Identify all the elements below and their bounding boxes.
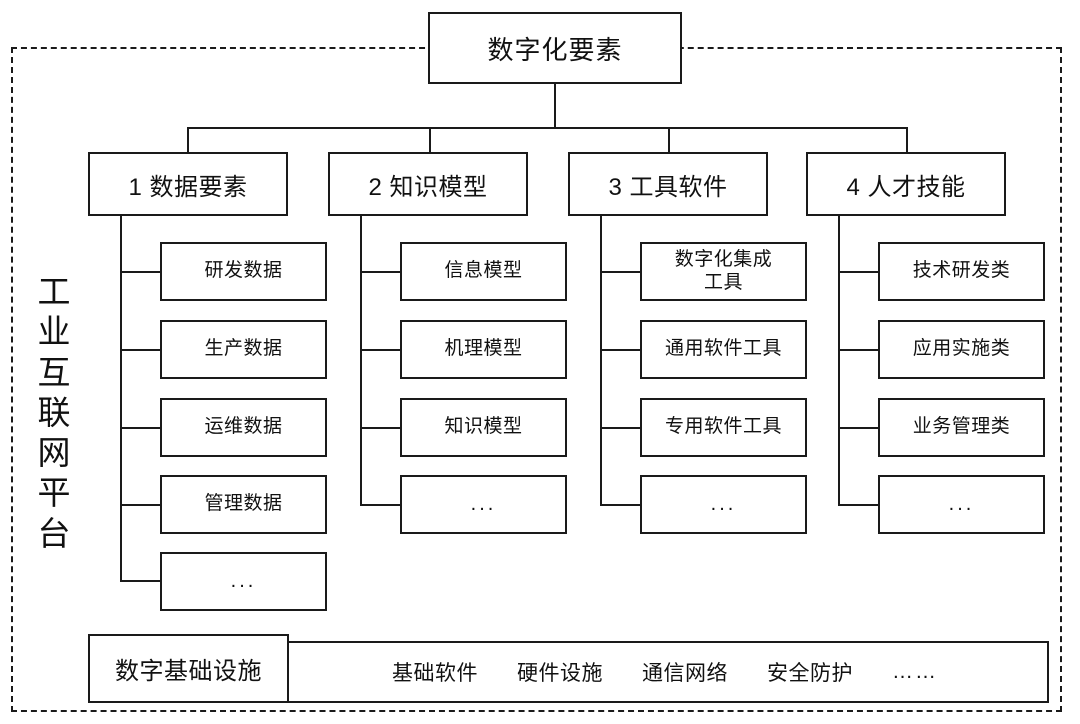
category-label-1: 1 数据要素 xyxy=(128,173,248,201)
platform-label-char-2: 互 xyxy=(37,353,71,391)
category-node-1: 1 数据要素 xyxy=(88,152,288,216)
leaf-node-1-2: 生产数据 xyxy=(160,320,327,379)
leaf-label-3-3: 专用软件工具 xyxy=(664,416,782,438)
connector-bus xyxy=(188,127,908,130)
connector-branch-2-4 xyxy=(360,504,401,507)
connector-spine-category-1 xyxy=(120,216,123,581)
connector-drop-category-4 xyxy=(906,127,909,153)
connector-branch-1-4 xyxy=(120,504,161,507)
platform-vertical-label: 工 业 互 联 网 平 台 xyxy=(28,228,80,598)
leaf-label-1-3: 运维数据 xyxy=(204,416,283,438)
leaf-node-4-2: 应用实施类 xyxy=(878,320,1045,379)
category-node-3: 3 工具软件 xyxy=(568,152,768,216)
infrastructure-item-3: 通信网络 xyxy=(642,662,728,685)
leaf-node-1-1: 研发数据 xyxy=(160,242,327,301)
infrastructure-item-1: 基础软件 xyxy=(392,662,478,685)
leaf-label-3-2: 通用软件工具 xyxy=(664,338,782,360)
leaf-label-4-2: 应用实施类 xyxy=(912,338,1011,360)
platform-label-char-1: 业 xyxy=(37,313,71,351)
leaf-label-2-3: 知识模型 xyxy=(444,416,523,438)
connector-spine-category-3 xyxy=(600,216,603,504)
connector-branch-4-1 xyxy=(838,271,879,274)
infrastructure-label: 数字基础设施 xyxy=(115,658,262,685)
leaf-label-2-4: ... xyxy=(470,492,497,515)
category-label-2: 2 知识模型 xyxy=(368,173,488,201)
connector-branch-1-3 xyxy=(120,427,161,430)
platform-label-char-4: 网 xyxy=(37,434,71,472)
infrastructure-item-5: …… xyxy=(892,660,938,683)
leaf-node-1-5: ... xyxy=(160,552,327,611)
connector-branch-2-3 xyxy=(360,427,401,430)
leaf-node-3-2: 通用软件工具 xyxy=(640,320,807,379)
connector-branch-4-2 xyxy=(838,349,879,352)
connector-branch-2-2 xyxy=(360,349,401,352)
leaf-node-3-4: ... xyxy=(640,475,807,534)
connector-drop-category-1 xyxy=(187,127,190,153)
leaf-node-2-2: 机理模型 xyxy=(400,320,567,379)
category-label-3: 3 工具软件 xyxy=(608,173,728,201)
connector-branch-4-4 xyxy=(838,504,879,507)
root-node-digital-elements: 数字化要素 xyxy=(428,12,682,84)
connector-branch-1-2 xyxy=(120,349,161,352)
connector-branch-2-1 xyxy=(360,271,401,274)
leaf-node-3-3: 专用软件工具 xyxy=(640,398,807,457)
platform-label-char-0: 工 xyxy=(37,273,71,311)
category-node-4: 4 人才技能 xyxy=(806,152,1006,216)
leaf-node-2-4: ... xyxy=(400,475,567,534)
category-label-4: 4 人才技能 xyxy=(846,173,966,201)
connector-drop-category-3 xyxy=(668,127,671,153)
connector-branch-3-3 xyxy=(600,427,641,430)
leaf-label-1-5: ... xyxy=(230,569,257,592)
category-node-2: 2 知识模型 xyxy=(328,152,528,216)
connector-branch-1-1 xyxy=(120,271,161,274)
leaf-label-4-4: ... xyxy=(948,492,975,515)
leaf-label-3-1: 数字化集成 工具 xyxy=(674,249,773,293)
root-node-label: 数字化要素 xyxy=(487,34,623,65)
leaf-label-1-1: 研发数据 xyxy=(204,260,283,282)
leaf-node-1-4: 管理数据 xyxy=(160,475,327,534)
platform-label-char-3: 联 xyxy=(37,393,71,431)
leaf-node-4-4: ... xyxy=(878,475,1045,534)
leaf-node-4-1: 技术研发类 xyxy=(878,242,1045,301)
leaf-node-1-3: 运维数据 xyxy=(160,398,327,457)
leaf-node-3-1: 数字化集成 工具 xyxy=(640,242,807,301)
connector-root-stem xyxy=(554,84,557,129)
leaf-label-4-3: 业务管理类 xyxy=(912,416,1011,438)
infrastructure-item-4: 安全防护 xyxy=(767,662,853,685)
leaf-node-2-3: 知识模型 xyxy=(400,398,567,457)
connector-spine-category-4 xyxy=(838,216,841,504)
leaf-node-4-3: 业务管理类 xyxy=(878,398,1045,457)
leaf-label-1-2: 生产数据 xyxy=(204,338,283,360)
infrastructure-items-strip: 基础软件 硬件设施 通信网络 安全防护 …… xyxy=(285,641,1049,703)
infrastructure-label-node: 数字基础设施 xyxy=(88,634,289,703)
platform-label-char-5: 平 xyxy=(37,474,71,512)
connector-spine-category-2 xyxy=(360,216,363,504)
connector-branch-3-1 xyxy=(600,271,641,274)
connector-branch-3-2 xyxy=(600,349,641,352)
leaf-label-2-1: 信息模型 xyxy=(444,260,523,282)
infrastructure-item-2: 硬件设施 xyxy=(517,662,603,685)
infrastructure-item-list: 基础软件 硬件设施 通信网络 安全防护 …… xyxy=(287,657,938,687)
platform-label-char-6: 台 xyxy=(37,514,71,552)
leaf-label-2-2: 机理模型 xyxy=(444,338,523,360)
connector-drop-category-2 xyxy=(429,127,432,153)
platform-boundary-frame xyxy=(11,47,1062,712)
connector-branch-3-4 xyxy=(600,504,641,507)
connector-branch-1-5 xyxy=(120,580,161,583)
leaf-label-4-1: 技术研发类 xyxy=(912,260,1011,282)
connector-branch-4-3 xyxy=(838,427,879,430)
leaf-node-2-1: 信息模型 xyxy=(400,242,567,301)
leaf-label-3-4: ... xyxy=(710,492,737,515)
leaf-label-1-4: 管理数据 xyxy=(204,493,283,515)
